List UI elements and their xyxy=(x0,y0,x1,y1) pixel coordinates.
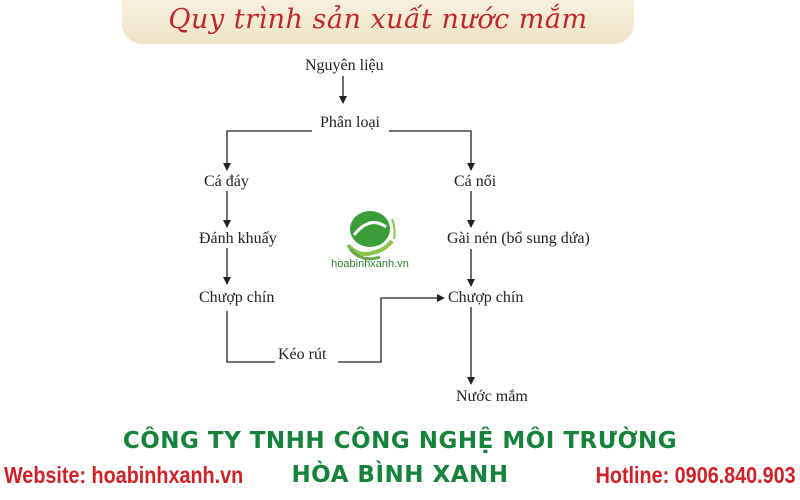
logo-text: hoabinhxanh.vn xyxy=(331,258,409,270)
node-bottom-fish: Cá đáy xyxy=(202,173,251,191)
arrow-sort-to-bottom-fish xyxy=(223,130,312,171)
node-ripen-right: Chượp chín xyxy=(446,289,526,307)
node-pressing: Gài nén (bổ sung dứa) xyxy=(445,230,592,248)
company-name-line1: CÔNG TY TNHH CÔNG NGHỆ MÔI TRƯỜNG xyxy=(122,428,678,454)
hotline-text[interactable]: Hotline: 0906.840.903 xyxy=(595,462,796,488)
page-title: Quy trình sản xuất nước mắm xyxy=(168,4,588,35)
website-link[interactable]: Website: hoabinhxanh.vn xyxy=(4,462,244,488)
leaf-hand-logo-icon xyxy=(346,211,396,261)
line-ripen-to-extract xyxy=(226,311,275,363)
node-extract: Kéo rút xyxy=(276,346,329,364)
node-surface-fish: Cá nổi xyxy=(452,173,499,191)
node-fish-sauce: Nước mắm xyxy=(454,388,530,406)
arrow-sort-to-surface-fish xyxy=(389,130,475,171)
title-banner: Quy trình sản xuất nước mắm xyxy=(122,0,634,44)
node-stirring: Đánh khuấy xyxy=(197,230,279,248)
node-sorting: Phân loại xyxy=(318,114,382,132)
node-ripen-left: Chượp chín xyxy=(197,289,277,307)
company-name-line2: HÒA BÌNH XANH xyxy=(291,462,509,488)
arrow-extract-to-ripen-right xyxy=(338,294,445,363)
node-raw-material: Nguyên liệu xyxy=(303,57,386,75)
